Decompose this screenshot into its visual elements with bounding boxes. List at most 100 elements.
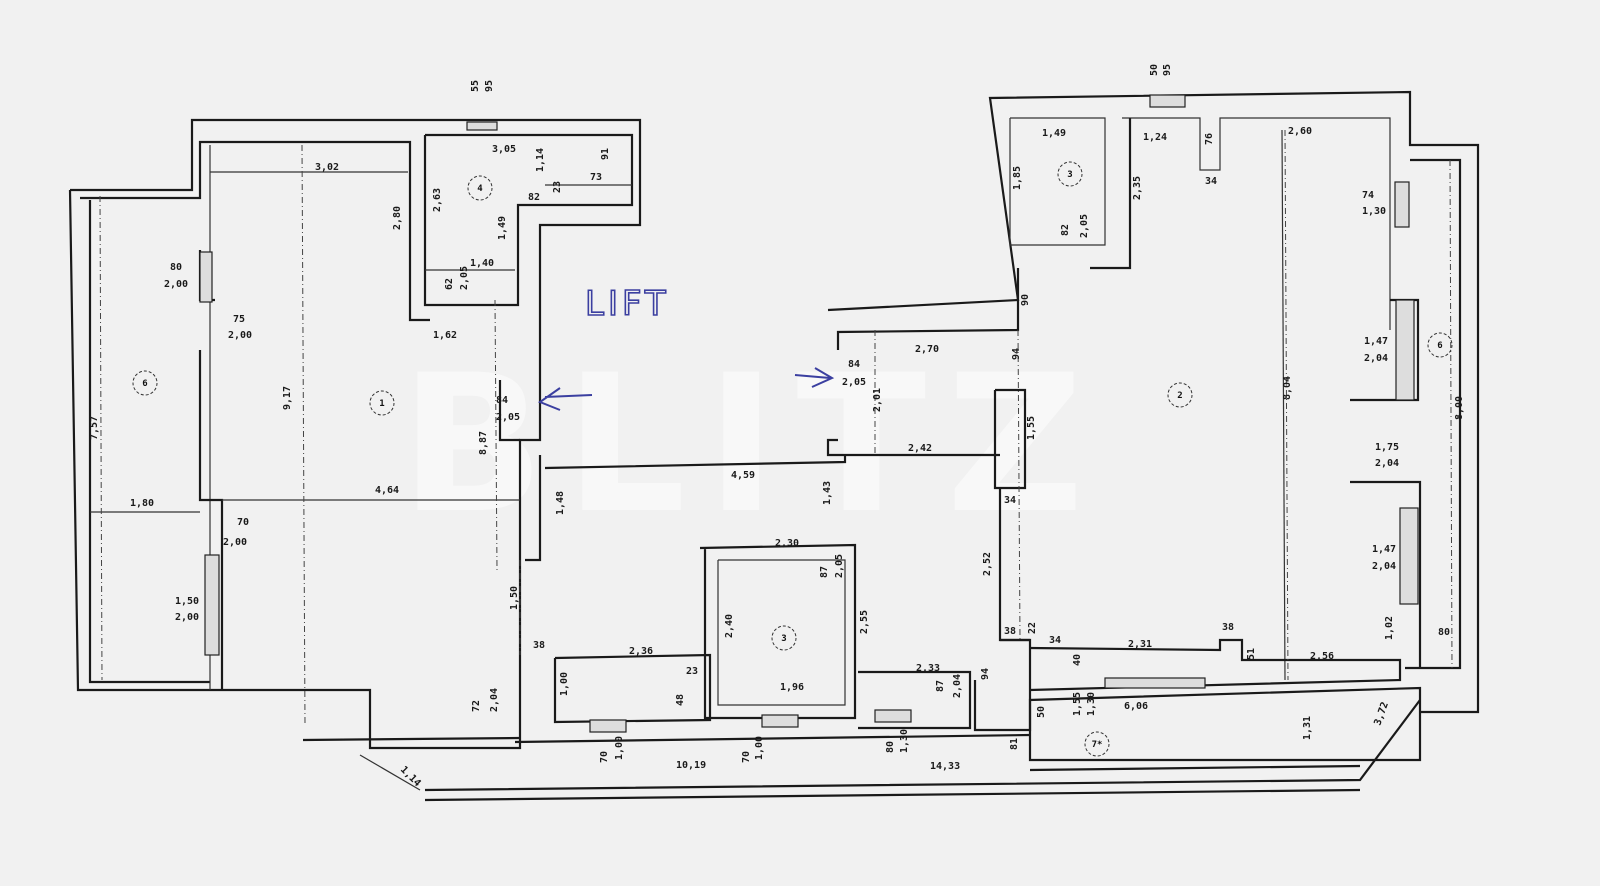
dimension-label: 2,05	[459, 266, 470, 290]
room-number-marker: 4	[467, 175, 493, 201]
dimension-label: 38	[1004, 626, 1016, 637]
arrow-icon	[794, 367, 835, 388]
dimension-label: 40	[1072, 654, 1083, 666]
dimension-label: 1,49	[497, 216, 508, 240]
dimension-label: 2,42	[908, 443, 932, 454]
dimension-label: 1,14	[535, 148, 546, 172]
dimension-label: 70	[237, 517, 249, 528]
dimension-lines	[99, 129, 1453, 726]
dimension-label: 22	[1027, 622, 1038, 634]
dimension-label: 1,85	[1012, 166, 1023, 190]
walls-right-unit	[359, 90, 1480, 802]
dimension-label: 2,52	[982, 552, 993, 576]
dimension-label: 8,04	[1282, 376, 1293, 400]
dimension-label: 2,04	[1372, 561, 1396, 572]
dimension-label: 70	[741, 751, 752, 763]
dimension-label: 87	[935, 680, 946, 692]
room-circle	[132, 370, 158, 396]
dimension-label: 1,30	[1086, 692, 1097, 716]
dimension-label: 2,36	[629, 646, 653, 657]
dimension-label: 3,02	[315, 162, 339, 173]
dimension-label: 2,01	[872, 388, 883, 412]
dimension-label: 1,00	[559, 672, 570, 696]
dimension-label: 2,60	[1288, 126, 1312, 137]
dimension-label: 34	[1049, 635, 1061, 646]
dimension-label: 73	[590, 172, 602, 183]
dimension-label: 55	[470, 80, 481, 92]
dimension-label: 2,05	[496, 412, 520, 423]
dimension-label: 62	[444, 278, 455, 290]
room-number: 6	[142, 379, 147, 389]
room-number-marker: 6	[132, 370, 158, 396]
dimension-label: 1,47	[1364, 336, 1388, 347]
room-number: 3	[1067, 170, 1072, 180]
dimension-label: 1,55	[1026, 416, 1037, 440]
dimension-label: 4,59	[731, 470, 755, 481]
dimension-label: 70	[599, 751, 610, 763]
dimension-label: 1,50	[175, 596, 199, 607]
dimension-label: 1,55	[1072, 692, 1083, 716]
dimension-label: 8,87	[478, 431, 489, 455]
handwritten-lift-annotation: LIFT	[537, 283, 835, 411]
dimension-label: 2,05	[842, 377, 866, 388]
dimension-label: 4,64	[375, 485, 399, 496]
dimension-label: 1,00	[614, 736, 625, 760]
walls-left-unit	[68, 118, 1031, 750]
dimension-label: 1,24	[1143, 132, 1167, 143]
dimension-label: 38	[1222, 622, 1234, 633]
room-number-marker: 3	[1057, 161, 1083, 187]
dimension-label: 1,75	[1375, 442, 1399, 453]
room-number: 2	[1177, 391, 1182, 401]
lift-note: LIFT	[585, 284, 670, 324]
dimension-label: 2,63	[432, 188, 443, 212]
dimension-label: 23	[552, 181, 563, 193]
dimension-label: 2,40	[724, 614, 735, 638]
dimension-label: 94	[1011, 348, 1022, 360]
dimension-label: 80	[170, 262, 182, 273]
room-circle	[467, 175, 493, 201]
dimension-label: 2,05	[834, 554, 845, 578]
dimension-label: 1,47	[1372, 544, 1396, 555]
dimension-label: 48	[675, 694, 686, 706]
dimension-label: 1,49	[1042, 128, 1066, 139]
room-number-marker: 6	[1427, 332, 1453, 358]
dimension-label: 1,14	[398, 764, 423, 789]
room-circle	[1084, 731, 1110, 757]
room-number: 1	[379, 399, 384, 409]
dimension-label: 1,40	[470, 258, 494, 269]
dimension-label: 95	[1162, 64, 1173, 76]
dimension-label: 1,62	[433, 330, 457, 341]
dimension-label: 8,00	[1454, 396, 1465, 420]
dimension-label: 80	[885, 741, 896, 753]
dimension-label: 2,56	[1310, 651, 1334, 662]
dimension-label: 2,04	[952, 674, 963, 698]
dimension-label: 2,00	[223, 537, 247, 548]
dimension-label: 1,30	[1362, 206, 1386, 217]
dimension-label: 90	[1020, 294, 1031, 306]
watermark: BLITZ	[400, 334, 1104, 555]
dimension-label: 1,31	[1302, 716, 1313, 740]
dimension-label: 1,50	[509, 586, 520, 610]
dimension-label: 95	[484, 80, 495, 92]
dimension-label: 82	[1060, 224, 1071, 236]
dimension-label: 10,19	[676, 760, 706, 771]
dimension-label: 1,80	[130, 498, 154, 509]
room-number: 6	[1437, 341, 1442, 351]
room-number-marker: 2	[1167, 382, 1193, 408]
dimension-label: 2,00	[164, 279, 188, 290]
dimension-label: 72	[471, 700, 482, 712]
dimension-label: 76	[1204, 133, 1215, 145]
room-number: 7*	[1092, 740, 1103, 750]
room-circle	[1427, 332, 1453, 358]
dimension-label: 1,96	[780, 682, 804, 693]
dimension-label: 38	[533, 640, 545, 651]
arrow-icon	[537, 387, 593, 411]
room-circle	[1167, 382, 1193, 408]
dimension-label: 2,00	[175, 612, 199, 623]
dimension-label: 2,04	[1364, 353, 1388, 364]
dimension-label: 80	[1438, 627, 1450, 638]
room-number-marker: 1	[369, 390, 395, 416]
dimension-label: 34	[1004, 495, 1016, 506]
